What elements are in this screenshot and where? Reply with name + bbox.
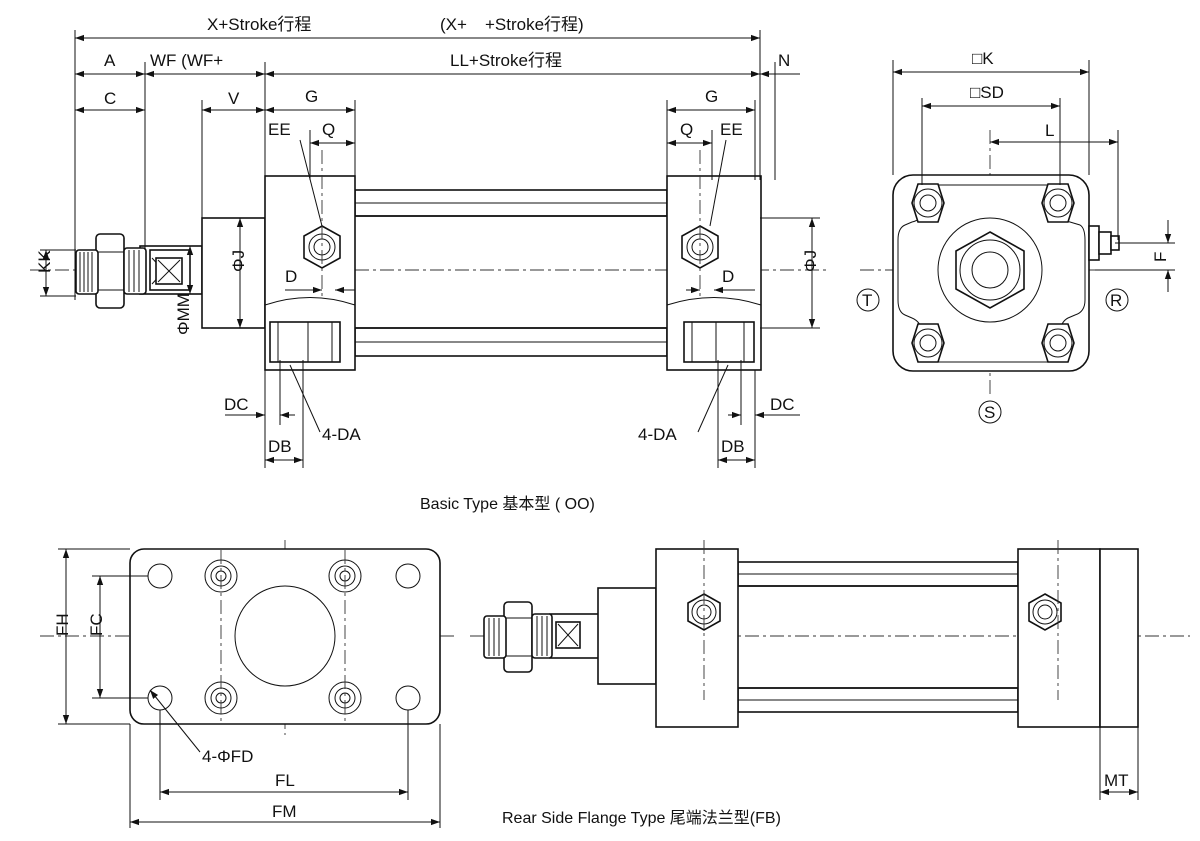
label-da-left: 4-DA [322,425,361,444]
label-sd: □SD [970,83,1004,102]
flange-side-view [470,540,1190,800]
label-mt: MT [1104,771,1129,790]
label-v: V [228,89,240,108]
label-c: C [104,89,116,108]
label-port-t: T [862,291,872,310]
flange-side-labels: MT Rear Side Flange Type 尾端法兰型(FB) [502,771,1129,827]
label-q-left: Q [322,120,335,139]
label-fh: FH [53,613,72,636]
label-f: F [1151,252,1170,262]
basic-type-dimensions [40,30,820,468]
end-view [856,60,1175,424]
label-dc-left: DC [224,395,249,414]
label-fc: FC [87,613,106,636]
label-g-left: G [305,87,318,106]
label-ll-stroke: LL+Stroke行程 [450,51,562,70]
flange-front-labels: FH FC 4-ΦFD FL FM [53,613,297,821]
label-da-right: 4-DA [638,425,677,444]
caption-flange-type: Rear Side Flange Type 尾端法兰型(FB) [502,809,781,827]
label-d-right: D [722,267,734,286]
label-ee-right: EE [720,120,743,139]
label-fd: 4-ΦFD [202,747,253,766]
label-phi-mm: ΦMM [174,293,193,335]
label-g-right: G [705,87,718,106]
caption-basic-type: Basic Type 基本型 ( OO) [420,495,595,513]
label-dc-right: DC [770,395,795,414]
label-db-right: DB [721,437,745,456]
label-d-left: D [285,267,297,286]
label-n: N [778,51,790,70]
label-q-right: Q [680,120,693,139]
label-l: L [1045,121,1054,140]
label-x-stroke-paren: (X+ [440,15,467,34]
label-wf: WF (WF+ [150,51,223,70]
label-x-stroke: X+Stroke行程 [207,15,311,34]
label-a: A [104,51,116,70]
label-fl: FL [275,771,295,790]
label-port-s: S [984,403,995,422]
end-view-labels: □K □SD L F T R S [862,49,1170,422]
basic-type-labels: X+Stroke行程 (X+ +Stroke行程) A WF (WF+ LL+S… [35,15,820,513]
label-phi-j-right: ΦJ [801,250,820,272]
label-port-r: R [1110,291,1122,310]
label-db-left: DB [268,437,292,456]
label-k: □K [972,49,994,68]
label-phi-j-left: ΦJ [229,250,248,272]
label-fm: FM [272,802,297,821]
flange-front-view [40,540,455,828]
label-ee-left: EE [268,120,291,139]
label-x-stroke-paren-tail: +Stroke行程) [485,15,584,34]
basic-type-side-view [30,150,830,371]
label-kk: KK [35,250,54,273]
